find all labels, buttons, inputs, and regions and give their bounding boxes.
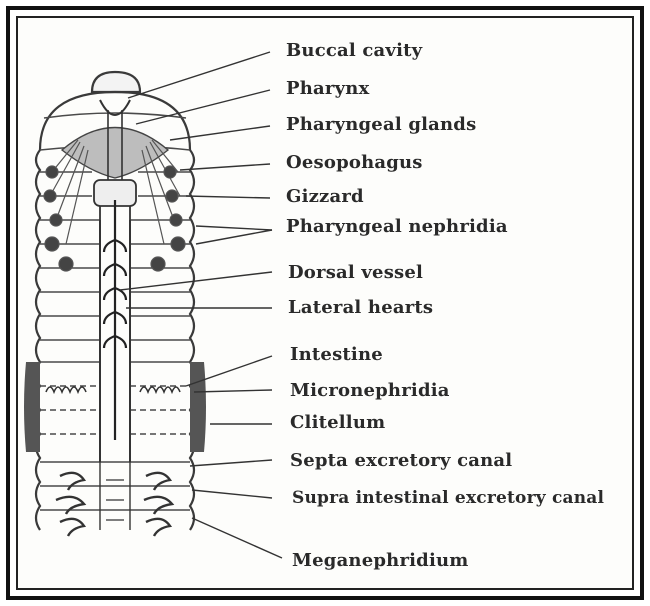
label-oesophagus: Oesopohagus <box>286 152 423 173</box>
label-dorsal-vessel: Dorsal vessel <box>288 262 423 283</box>
label-micronephridia: Micronephridia <box>290 380 450 401</box>
label-intestine: Intestine <box>290 344 383 365</box>
label-septa-excretory-canal: Septa excretory canal <box>290 450 512 471</box>
label-meganephridium: Meganephridium <box>292 550 469 571</box>
label-pharynx: Pharynx <box>286 78 369 99</box>
label-clitellum: Clitellum <box>290 412 385 433</box>
dorsal-vessel <box>104 200 126 440</box>
label-supra-intestinal-excretory-canal: Supra intestinal excretory canal <box>292 488 604 508</box>
label-pharyngeal-nephridia: Pharyngeal nephridia <box>286 216 508 237</box>
label-gizzard: Gizzard <box>286 186 364 207</box>
label-buccal-cavity: Buccal cavity <box>286 40 422 61</box>
micronephridia <box>46 387 180 392</box>
meganephridia <box>56 473 172 536</box>
leader-lines <box>120 52 282 558</box>
label-pharyngeal-glands: Pharyngeal glands <box>286 114 476 135</box>
label-lateral-hearts: Lateral hearts <box>288 297 433 318</box>
